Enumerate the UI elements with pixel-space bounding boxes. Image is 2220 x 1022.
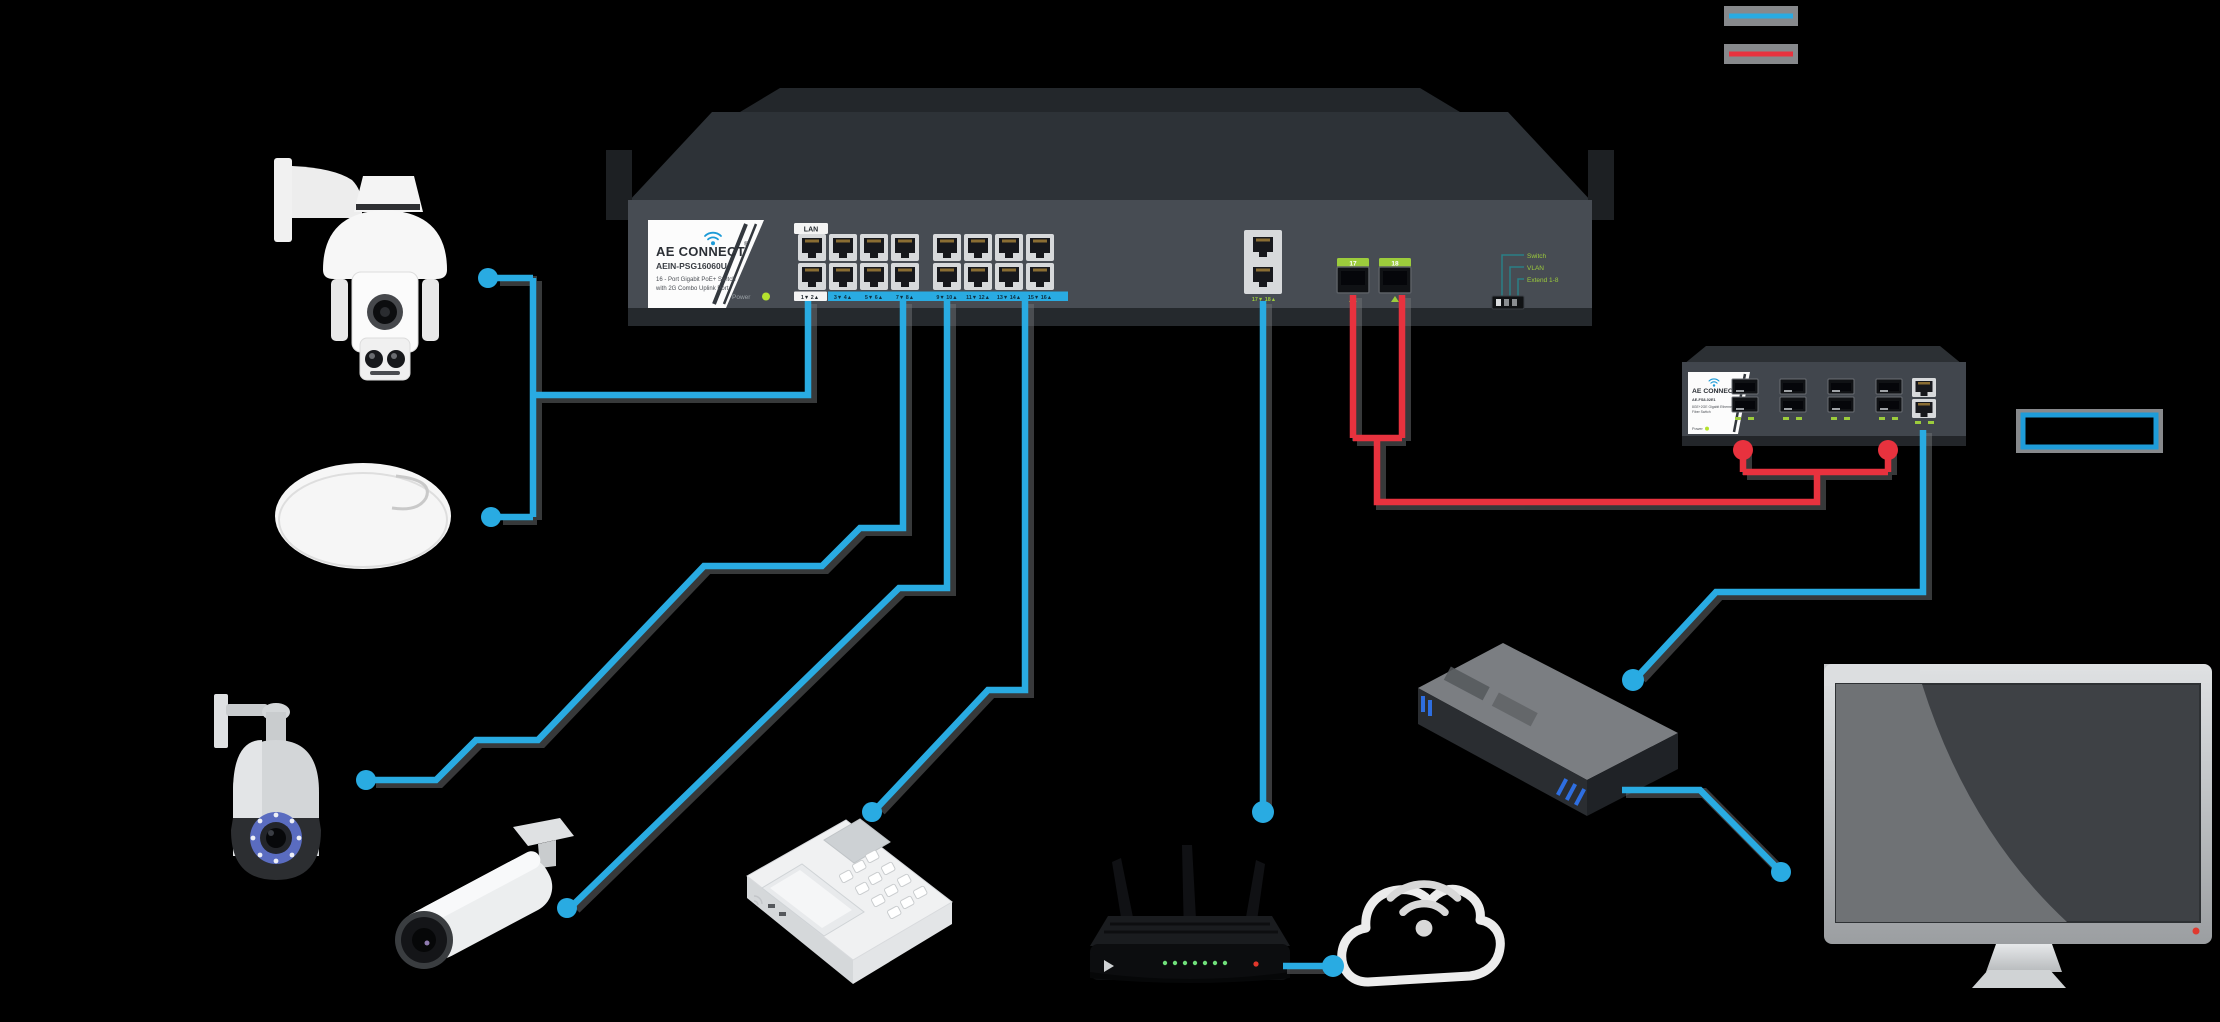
- sfp-label: 17: [1349, 260, 1357, 267]
- combo-port-label: 17▼ 18▲: [1252, 297, 1276, 303]
- monitor-stand-neck: [1986, 944, 2062, 972]
- dip-switch-legend: Switch VLAN Extend 1-8: [1491, 253, 1559, 310]
- port-pair-label: 7▼ 8▲: [896, 295, 914, 301]
- highlight-label-box: [2016, 409, 2163, 453]
- fiber-sfp-ports: [1731, 378, 1903, 420]
- port-12: [964, 263, 992, 290]
- fiber-brand: AE CONNECT: [1692, 388, 1738, 395]
- switch-label-panel: [648, 220, 764, 308]
- port-13: [995, 234, 1023, 261]
- switch-top-upper: [740, 88, 1460, 112]
- bullet-camera-front: [214, 694, 321, 880]
- power-led: [762, 292, 770, 301]
- fiber-switch-top: [1684, 346, 1962, 364]
- ip-phone: [746, 818, 953, 984]
- uplink-port-17-rj45: [1249, 233, 1277, 260]
- port-strip-blue: [828, 291, 1068, 301]
- label-slash-2: [722, 223, 758, 305]
- port-15: [1026, 234, 1054, 261]
- port-9: [933, 234, 961, 261]
- switch-power-label: Power: [732, 294, 751, 301]
- fiber-switch: AE CONNECT AE-FS8-02E1 8GE+2GE Gigabit E…: [1682, 346, 1966, 446]
- port-8: [891, 263, 919, 290]
- ceiling-ap: [275, 463, 451, 569]
- sfp-slot-17: 17: [1336, 258, 1370, 302]
- port-5: [860, 234, 888, 261]
- ptz-camera: [274, 158, 447, 381]
- fiber-power-led: [1705, 426, 1709, 431]
- wireless-router: [1090, 845, 1290, 983]
- switch-brand: AE CONNECT: [656, 244, 745, 259]
- fiber-switch-bottom-band: [1682, 436, 1966, 446]
- monitor: [1824, 664, 2212, 988]
- label-slash-1: [712, 223, 748, 305]
- switch-desc-line1: 16 - Port Gigabit PoE+ Switch: [656, 277, 736, 283]
- cable-to-bullet-camera-front: [372, 301, 903, 780]
- switch-model: AEIN-PSG16060U: [656, 261, 727, 271]
- port-pair-label: 1▼ 2▲: [801, 295, 819, 301]
- nvr: [1418, 643, 1678, 816]
- fiber-power-label: Power: [1692, 427, 1703, 431]
- bullet-camera-iso: [395, 818, 574, 969]
- port-10: [933, 263, 961, 290]
- screen-glare: [1836, 684, 2067, 922]
- cable-nvr-to-monitor: [1622, 790, 1777, 868]
- fiber-desc-line2: Fiber Switch: [1692, 410, 1711, 414]
- port-pair-label: 13▼ 14▲: [997, 295, 1021, 301]
- port-pair-label: 15▼ 16▲: [1028, 295, 1052, 301]
- port-pair-label: 3▼ 4▲: [834, 295, 852, 301]
- port-1: [798, 234, 826, 261]
- router-logo-icon: [1104, 960, 1114, 972]
- monitor-stand-base: [1972, 970, 2066, 988]
- dip-legend-vlan: VLAN: [1527, 265, 1544, 272]
- rack-ear-left: [606, 150, 632, 220]
- dip-legend-switch: Switch: [1527, 253, 1547, 260]
- rack-ear-right: [1588, 150, 1614, 220]
- port-pair-label: 5▼ 6▲: [865, 295, 883, 301]
- internet-cloud: [1337, 884, 1505, 987]
- port-4: [829, 263, 857, 290]
- port-6: [860, 263, 888, 290]
- lan-chip: [794, 223, 828, 234]
- port-3: [829, 234, 857, 261]
- port-11: [964, 234, 992, 261]
- port-14: [995, 263, 1023, 290]
- port-2: [798, 263, 826, 290]
- legend: [1724, 6, 1798, 64]
- port-strip-white: [794, 291, 827, 301]
- sfp-slot-18: 18: [1378, 258, 1412, 302]
- uplink-port-18-rj45: [1249, 263, 1277, 290]
- fiber-desc-line1: 8GE+2GE Gigabit Ethernet: [1692, 405, 1733, 409]
- switch-front-face: [628, 200, 1592, 308]
- switch-desc-line2: with 2G Combo Uplink Port: [655, 286, 729, 292]
- sfp-label: 18: [1391, 260, 1399, 267]
- fiber-model: AE-FS8-02E1: [1692, 398, 1716, 402]
- sfp-arrow-icon: [1391, 296, 1399, 302]
- port-16: [1026, 263, 1054, 290]
- port-pair-label: 11▼ 12▲: [966, 295, 990, 301]
- cable-endpoints: [356, 268, 1898, 977]
- dip-legend-extend: Extend 1-8: [1527, 277, 1559, 284]
- switch-bottom-band: [628, 308, 1592, 326]
- router-leds: [1162, 960, 1228, 966]
- router-red-led: [1253, 961, 1259, 967]
- main-poe-switch: AE CONNECT ® AEIN-PSG16060U 16 - Port Gi…: [606, 88, 1614, 326]
- switch-brand-reg: ®: [744, 241, 749, 248]
- monitor-power-led: [2192, 927, 2200, 935]
- switch-top-face: [628, 112, 1592, 202]
- port-7: [891, 234, 919, 261]
- port-pair-label: 9▼ 10▲: [936, 295, 957, 301]
- fiber-uplink-rj45: [1912, 378, 1936, 424]
- lan-label: LAN: [804, 227, 818, 234]
